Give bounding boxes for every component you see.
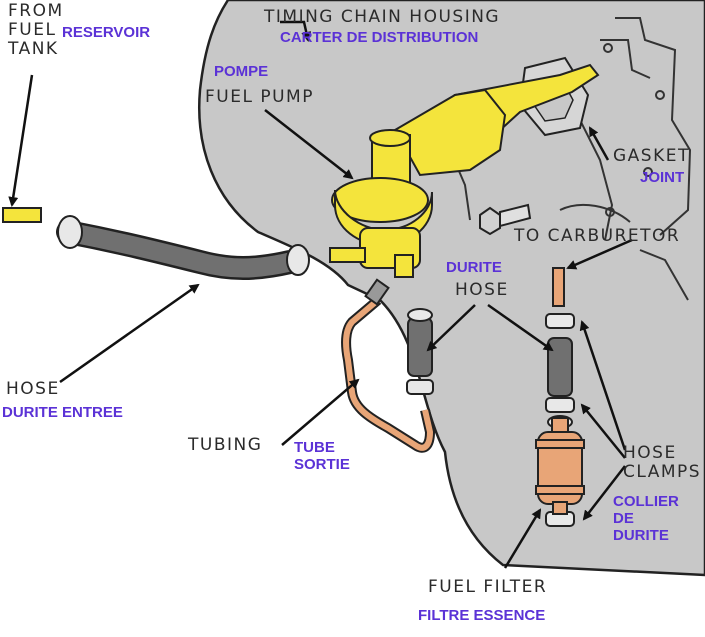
label-hose: HOSE <box>455 280 509 300</box>
label-hose-inlet: HOSE <box>6 379 60 399</box>
leader-lines <box>8 20 633 569</box>
label-hose-clamps: HOSE CLAMPS <box>623 443 702 483</box>
outlet-hose-clamps <box>406 308 434 395</box>
inlet-hose-clamps <box>57 215 310 276</box>
label-tube-sortie: TUBE SORTIE <box>294 439 350 473</box>
tubing-fitting <box>364 278 390 306</box>
label-carter-de-distribution: CARTER DE DISTRIBUTION <box>280 29 479 46</box>
label-durite: DURITE <box>446 259 502 276</box>
carburetor-hose <box>547 337 573 397</box>
fuel-pump <box>329 88 507 278</box>
label-tubing: TUBING <box>188 435 263 455</box>
label-to-carburetor: TO CARBURETOR <box>514 226 681 246</box>
mounting-bolt <box>479 203 532 236</box>
label-gasket: GASKET <box>613 146 690 166</box>
label-from-fuel-tank: FROM FUEL TANK <box>8 1 64 60</box>
inlet-hose-fill <box>58 222 300 278</box>
carburetor-tube <box>552 267 565 307</box>
outlet-hose <box>407 317 433 377</box>
label-reservoir: RESERVOIR <box>62 24 151 41</box>
housing-details <box>449 17 692 301</box>
label-collier-de-durite: COLLIER DE DURITE <box>613 493 679 544</box>
outlet-tubing-fill <box>343 297 433 451</box>
fuel-filter <box>535 417 585 515</box>
label-timing-chain-housing: TIMING CHAIN HOUSING <box>264 7 501 27</box>
tank-line-fitting <box>2 207 42 223</box>
label-pompe: POMPE <box>214 63 269 80</box>
label-filtre-essence: FILTRE ESSENCE <box>418 607 546 624</box>
label-fuel-filter: FUEL FILTER <box>428 577 548 597</box>
label-fuel-pump: FUEL PUMP <box>205 87 314 107</box>
label-durite-entree: DURITE ENTREE <box>2 404 123 421</box>
engine-housing <box>198 0 705 577</box>
label-joint: JOINT <box>640 169 685 186</box>
